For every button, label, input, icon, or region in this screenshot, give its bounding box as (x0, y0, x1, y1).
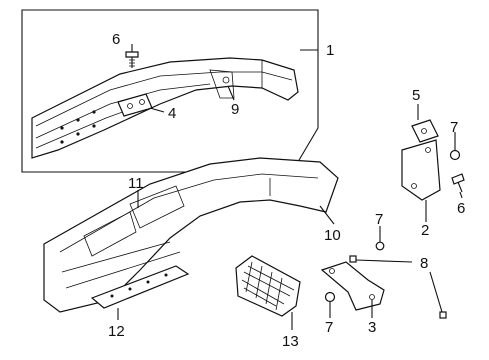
callout-3: 3 (368, 319, 376, 336)
callout-7-bottom: 7 (325, 319, 333, 336)
callout-11: 11 (128, 175, 144, 192)
callout-6-top: 6 (112, 31, 120, 48)
callout-5: 5 (412, 87, 420, 104)
callout-6-right: 6 (457, 200, 465, 217)
callout-1: 1 (326, 42, 334, 59)
callout-7-mid: 7 (375, 211, 383, 228)
callout-2: 2 (421, 222, 429, 239)
callout-4: 4 (168, 105, 176, 122)
lower-bracket (320, 261, 385, 311)
inset-box (21, 9, 319, 173)
callout-7-top: 7 (450, 119, 458, 136)
callout-8: 8 (420, 255, 428, 272)
clip (411, 119, 439, 143)
bumper-cover (43, 157, 339, 313)
leader-lines (117, 44, 463, 330)
callout-10: 10 (324, 227, 341, 244)
callout-13: 13 (282, 333, 299, 350)
grille-insert (235, 255, 301, 317)
side-bracket (401, 139, 441, 201)
bumper-reinforcement (31, 51, 299, 159)
callout-12: 12 (108, 323, 125, 340)
fasteners (324, 149, 465, 319)
callout-9: 9 (231, 101, 239, 118)
